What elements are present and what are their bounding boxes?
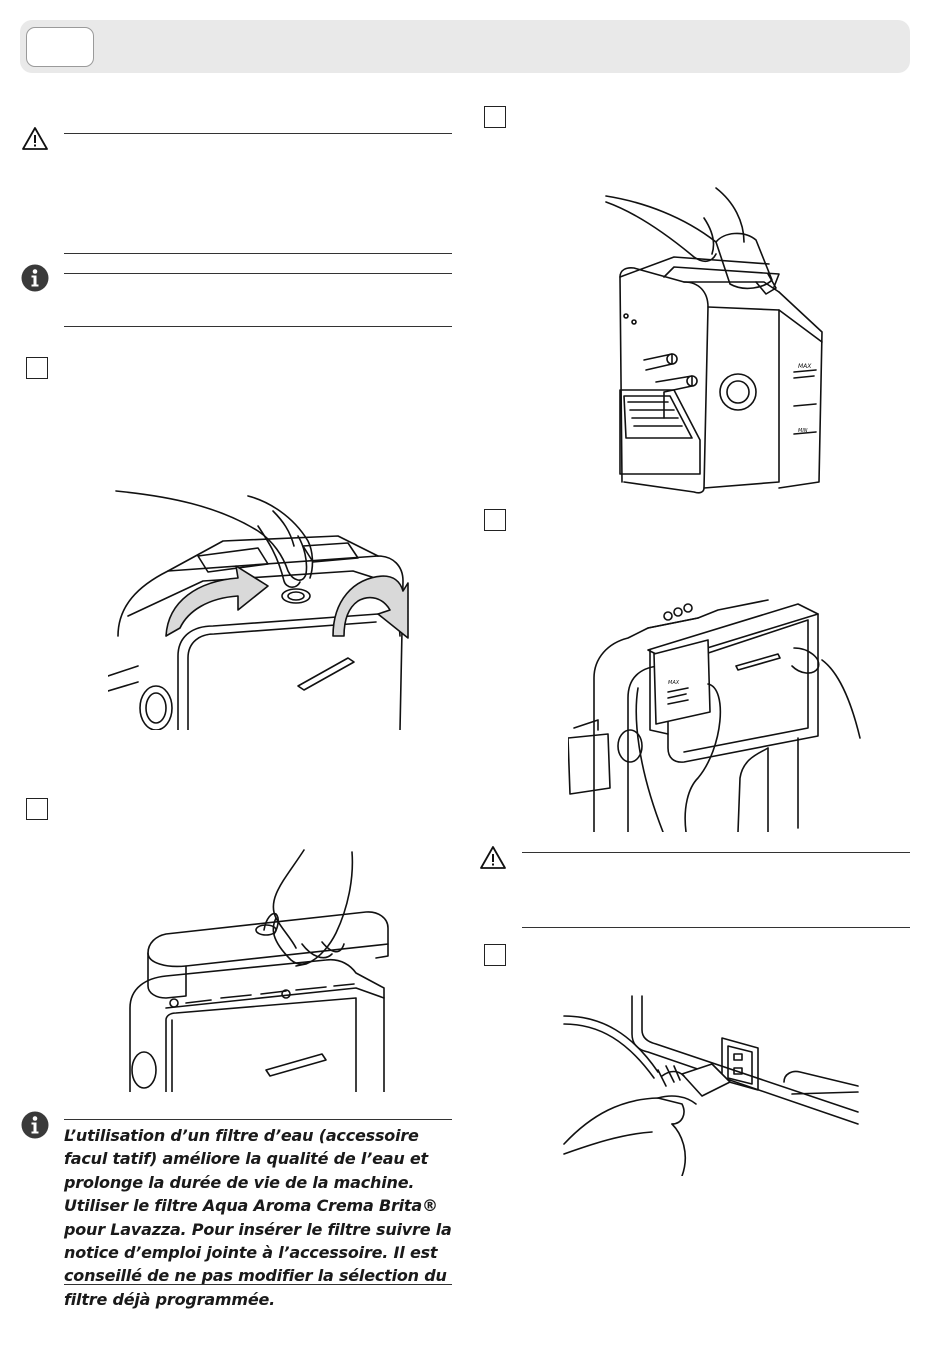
section-header-bar [20, 20, 910, 73]
info-circle-icon [21, 1111, 49, 1139]
info-top-rule [64, 273, 452, 274]
tank-max-label: MAX [798, 363, 812, 370]
hand-lifting-lid-illustration [126, 848, 392, 1092]
warning-bottom-rule [64, 253, 452, 254]
step-checkbox-3 [484, 106, 506, 128]
tank-min-label: MIN [798, 428, 808, 434]
note-bottom-rule [64, 1284, 452, 1285]
hand-pouring-water-into-tank-illustration: MAX MIN [604, 182, 834, 494]
step-checkbox-2 [26, 798, 48, 820]
step-checkbox-5 [484, 944, 506, 966]
warning-bottom-rule-2 [522, 927, 910, 928]
warning-triangle-icon [480, 846, 506, 869]
warning-top-rule [64, 133, 452, 134]
insert-tank-max-label: MAX [668, 680, 680, 686]
warning-triangle-icon [22, 127, 48, 150]
hand-turning-key-on-lid-illustration [108, 486, 414, 730]
info-bottom-rule [64, 326, 452, 327]
warning-top-rule-2 [522, 852, 910, 853]
section-number-box [26, 27, 94, 67]
step-checkbox-1 [26, 357, 48, 379]
info-circle-icon [21, 264, 49, 292]
note-top-rule [64, 1119, 452, 1120]
hands-inserting-water-tank-illustration: MAX [568, 588, 862, 832]
hand-plugging-power-cord-illustration [562, 994, 860, 1176]
water-filter-note: L’utilisation d’un filtre d’eau (accesso… [64, 1126, 452, 1309]
step-checkbox-4 [484, 509, 506, 531]
